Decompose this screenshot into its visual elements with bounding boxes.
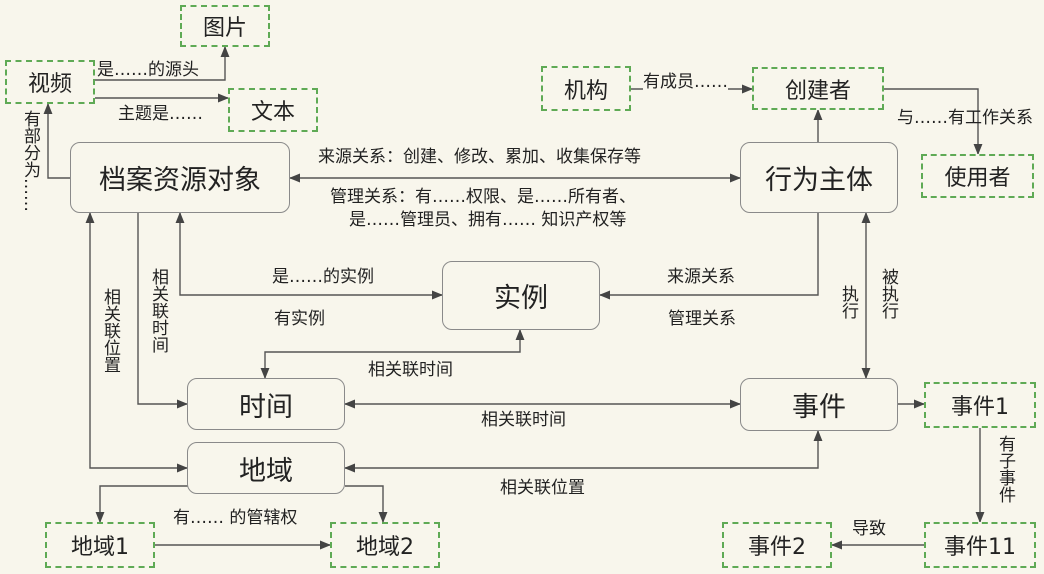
label-perform: 执行 xyxy=(838,285,858,319)
leaf-image: 图片 xyxy=(180,5,270,47)
edge-place-event xyxy=(343,429,823,473)
node-instance: 实例 xyxy=(442,261,600,330)
label-rel-place-vertical: 相关联位置 xyxy=(100,288,120,373)
label-has-subevent: 有子事件 xyxy=(995,435,1015,503)
label-instance-of: 是……的实例 xyxy=(272,267,374,287)
label-jurisdiction: 有…… 的管辖权 xyxy=(173,508,298,528)
label-mgmt-1: 管理关系：有……权限、是……所有者、 xyxy=(330,187,636,207)
label-performed-by: 被执行 xyxy=(878,268,898,319)
edge-creator-user xyxy=(884,88,983,156)
edge-place-place1 xyxy=(95,485,190,524)
leaf-event11: 事件11 xyxy=(924,522,1036,568)
label-rel-time-instance: 相关联时间 xyxy=(368,360,453,380)
label-rel-time-vertical: 相关联时间 xyxy=(148,268,168,353)
node-agent: 行为主体 xyxy=(740,142,898,213)
node-event: 事件 xyxy=(740,378,898,431)
label-has-instance: 有实例 xyxy=(274,309,325,329)
label-has-member: 有成员…… xyxy=(643,72,728,92)
edge-archive-video xyxy=(43,102,70,179)
label-agent-provenance: 来源关系 xyxy=(667,267,735,287)
leaf-place2: 地域2 xyxy=(330,522,440,568)
leaf-org: 机构 xyxy=(541,66,631,111)
label-provenance: 来源关系：创建、修改、累加、收集保存等 xyxy=(318,147,641,167)
edge-place-place2 xyxy=(345,485,388,524)
leaf-place1: 地域1 xyxy=(45,522,155,568)
label-mgmt-2: 是……管理员、拥有…… 知识产权等 xyxy=(349,210,627,230)
edge-video-image xyxy=(95,45,230,81)
label-causes: 导致 xyxy=(852,519,886,539)
label-source-of: 是……的源头 xyxy=(97,60,199,80)
leaf-video: 视频 xyxy=(5,60,95,104)
leaf-event1: 事件1 xyxy=(924,382,1036,428)
leaf-text: 文本 xyxy=(228,88,318,132)
leaf-event2: 事件2 xyxy=(722,522,832,568)
leaf-creator: 创建者 xyxy=(752,67,884,110)
label-divided-into: 有部分为…… xyxy=(20,110,40,212)
label-rel-place-event: 相关联位置 xyxy=(500,478,585,498)
edge-archive-place xyxy=(85,211,189,473)
node-place: 地域 xyxy=(187,442,345,494)
node-archive: 档案资源对象 xyxy=(70,142,290,213)
node-time: 时间 xyxy=(187,378,345,430)
edge-instance-time xyxy=(260,328,525,380)
label-works-with: 与……有工作关系 xyxy=(897,108,1033,128)
edge-agent-instance xyxy=(598,213,819,300)
label-agent-mgmt: 管理关系 xyxy=(668,309,736,329)
label-subject-is: 主题是…… xyxy=(118,104,203,124)
leaf-user: 使用者 xyxy=(921,154,1034,198)
label-rel-time-event: 相关联时间 xyxy=(481,410,566,430)
